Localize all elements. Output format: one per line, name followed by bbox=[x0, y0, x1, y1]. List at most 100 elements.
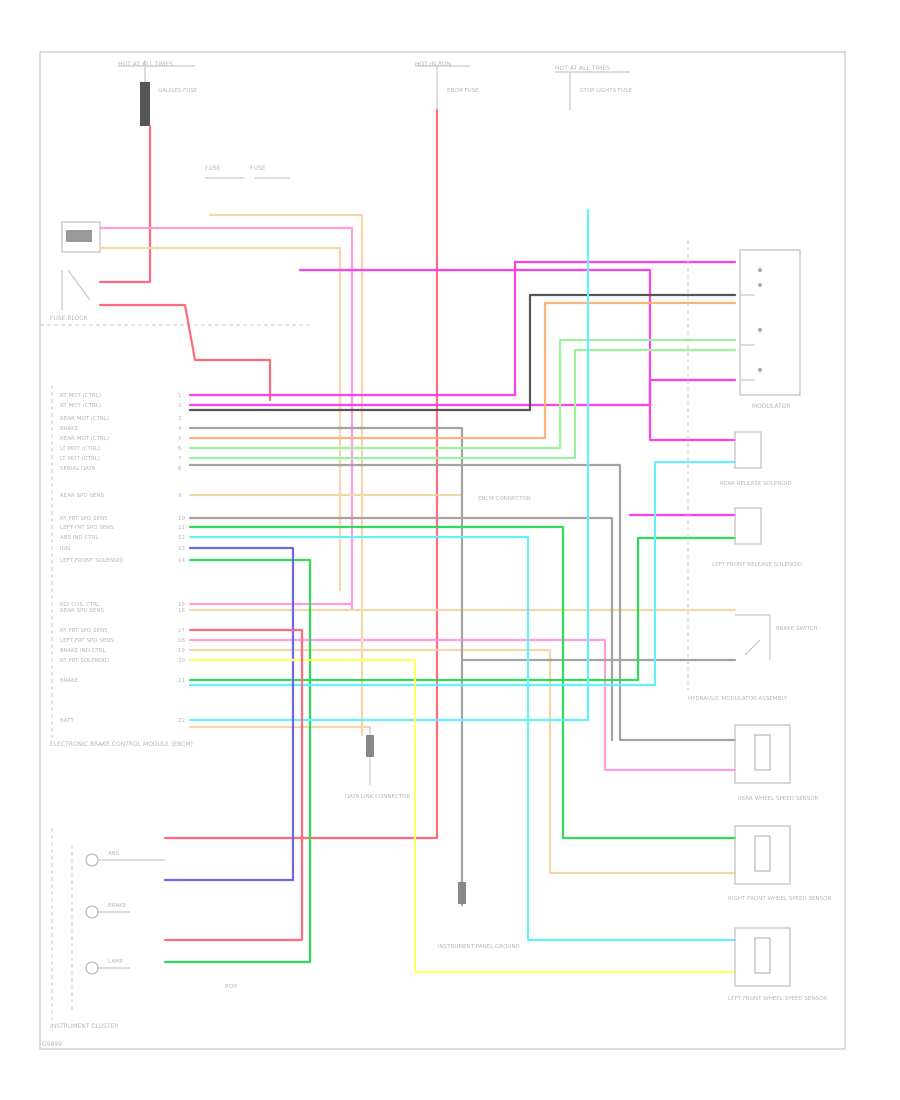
wire-green-a bbox=[188, 525, 737, 840]
label-gauges-fuse: GAUGES FUSE bbox=[158, 88, 198, 94]
wire-tan-b bbox=[208, 213, 364, 737]
wire-magenta-c bbox=[188, 378, 737, 407]
ebcm-pin-number: 8 bbox=[178, 466, 182, 472]
ebcm-pin-number: 21 bbox=[178, 678, 185, 684]
ebcm-pin-label: LT MOT (CTRL) bbox=[60, 456, 100, 462]
ebcm-pin-number: 5 bbox=[178, 436, 182, 442]
instrument-ground-label: INSTRUMENT PANEL GROUND bbox=[438, 944, 520, 950]
modulator-block bbox=[687, 240, 801, 690]
ebcm-pin-number: 16 bbox=[178, 608, 185, 614]
fuse-block bbox=[40, 221, 310, 326]
wire-green-b bbox=[163, 558, 312, 964]
ebcm-pin-label: IGN bbox=[60, 546, 70, 552]
ebcm-pin-label: BATT bbox=[60, 718, 74, 724]
label-ebcm-fuse: EBCM FUSE bbox=[447, 88, 479, 94]
ebcm-pin-label: BRAKE bbox=[60, 426, 79, 432]
ebcm-pin-label: BRAKE bbox=[60, 678, 79, 684]
ebcm-pin-number: 4 bbox=[178, 426, 182, 432]
ebcm-pin-label: RT FRT SOLENOID bbox=[60, 658, 109, 664]
top-fuse-stubs bbox=[118, 60, 630, 179]
ebcm-pin-label: LEFT FRT SPD SENS bbox=[60, 525, 114, 531]
label-hot-at-all-times: HOT AT ALL TIMES bbox=[118, 61, 173, 68]
wire-tan-a bbox=[98, 246, 342, 592]
wire-blue-a bbox=[163, 546, 295, 882]
label-brake-indicator: BRAKE bbox=[108, 903, 127, 909]
rear-solenoid-label: REAR RELEASE SOLENOID bbox=[720, 481, 792, 487]
wire-cyan-b bbox=[188, 460, 737, 687]
wire-orange-a bbox=[188, 301, 737, 440]
data-link-label: DATA LINK CONNECTOR bbox=[345, 794, 410, 800]
ebcm-pin-label: RLY COIL CTRL bbox=[60, 602, 101, 608]
label-abs-indicator: ABS bbox=[108, 851, 119, 857]
ebcm-pin-number: 17 bbox=[178, 628, 185, 634]
wire-lgreen-a bbox=[188, 338, 737, 450]
ebcm-pin-number: 2 bbox=[178, 403, 182, 409]
wire-tan-e bbox=[188, 648, 737, 875]
ebcm-pin-number: 20 bbox=[178, 658, 185, 664]
label-lamp: LAMP bbox=[108, 959, 124, 965]
ebcm-pin-label: REAR SPD SENS bbox=[60, 493, 105, 499]
ebcm-pin-number: 10 bbox=[178, 516, 185, 522]
solenoid-rear bbox=[734, 431, 762, 469]
ebcm-pin-number: 11 bbox=[178, 525, 185, 531]
label-fuse-b: FUSE bbox=[250, 165, 266, 172]
wire-cyan-a bbox=[188, 535, 737, 942]
wire-red-main bbox=[98, 124, 152, 284]
solenoid-left bbox=[734, 507, 762, 545]
left-solenoid-label: LEFT FRONT RELEASE SOLENOID bbox=[712, 562, 802, 568]
sensor-right-front bbox=[734, 825, 791, 885]
ebcm-pin-number: 7 bbox=[178, 456, 182, 462]
diagram-frame bbox=[39, 51, 846, 1050]
ebcm-pin-number: 3 bbox=[178, 416, 182, 422]
wire-gray-b bbox=[188, 463, 737, 742]
hydraulic-modulator-label: HYDRAULIC MODULATOR ASSEMBLY bbox=[688, 696, 788, 702]
ebcm-pin-label: LEFT FRONT SOLENOID bbox=[60, 558, 124, 564]
label-brake-fuse: STOP LIGHTS FUSE bbox=[580, 88, 633, 94]
sensor-left-front bbox=[734, 927, 791, 987]
data-link-connector bbox=[366, 735, 374, 757]
wire-pink-c bbox=[188, 638, 737, 772]
sensor-rear bbox=[734, 724, 791, 784]
label-hot-at-all: HOT AT ALL TIMES bbox=[555, 65, 610, 72]
ebcm-pin-label: REAR SPD SENS bbox=[60, 608, 105, 614]
ebcm-pin-number: 18 bbox=[178, 638, 185, 644]
wire-cyan-c bbox=[188, 208, 590, 722]
ebcm-pin-number: 22 bbox=[178, 718, 185, 724]
right-sensor-label: RIGHT FRONT WHEEL SPEED SENSOR bbox=[728, 896, 831, 902]
ebcm-pin-number: 6 bbox=[178, 446, 182, 452]
wire-magenta-b bbox=[188, 260, 737, 397]
footer-code: G9899 bbox=[42, 1041, 62, 1048]
wire-lgreen-b bbox=[188, 348, 737, 460]
instrument-cluster-block bbox=[51, 828, 165, 1020]
ebcm-pin-number: 12 bbox=[178, 535, 185, 541]
wire-gray-c bbox=[188, 516, 614, 742]
wires bbox=[98, 108, 737, 974]
wire-black-a bbox=[188, 293, 737, 412]
ground-connector bbox=[458, 882, 466, 904]
fuse-holder-main bbox=[140, 82, 150, 126]
ebcm-pin-label: REAR MOT (CTRL) bbox=[60, 436, 109, 442]
ebcm-pin-label: LT MOT (CTRL) bbox=[60, 446, 100, 452]
ebcm-pin-label: RT FRT SPD SENS bbox=[60, 516, 108, 522]
label-pcm: PCM bbox=[225, 984, 237, 990]
ebcm-pin-label: SERIAL DATA bbox=[60, 466, 95, 472]
fuse-block-label: FUSE BLOCK bbox=[50, 315, 89, 322]
ebcm-pin-number: 19 bbox=[178, 648, 185, 654]
wire-gray-a bbox=[188, 426, 464, 907]
wire-red-ign bbox=[163, 108, 439, 840]
left-sensor-label: LEFT FRONT WHEEL SPEED SENSOR bbox=[728, 996, 827, 1002]
modulator-label: MODULATOR bbox=[752, 403, 791, 410]
ebcm-pin-number: 15 bbox=[178, 602, 185, 608]
ebcm-pin-number: 13 bbox=[178, 546, 185, 552]
label-hot-in-run: HOT IN RUN bbox=[415, 61, 451, 68]
ebcm-pin-label: BRAKE IND CTRL bbox=[60, 648, 107, 654]
wire-red-cluster bbox=[163, 628, 304, 942]
rear-sensor-label: REAR WHEEL SPEED SENSOR bbox=[738, 796, 819, 802]
ebcm-pin-label: RT MOT (CTRL) bbox=[60, 403, 101, 409]
ebcm-pin-label: ABS IND CTRL bbox=[60, 535, 99, 541]
connector-note-label: EBCM CONNECTOR bbox=[478, 496, 531, 502]
wire-red-fuse bbox=[98, 303, 272, 402]
brake-switch-label: BRAKE SWITCH bbox=[776, 626, 818, 632]
